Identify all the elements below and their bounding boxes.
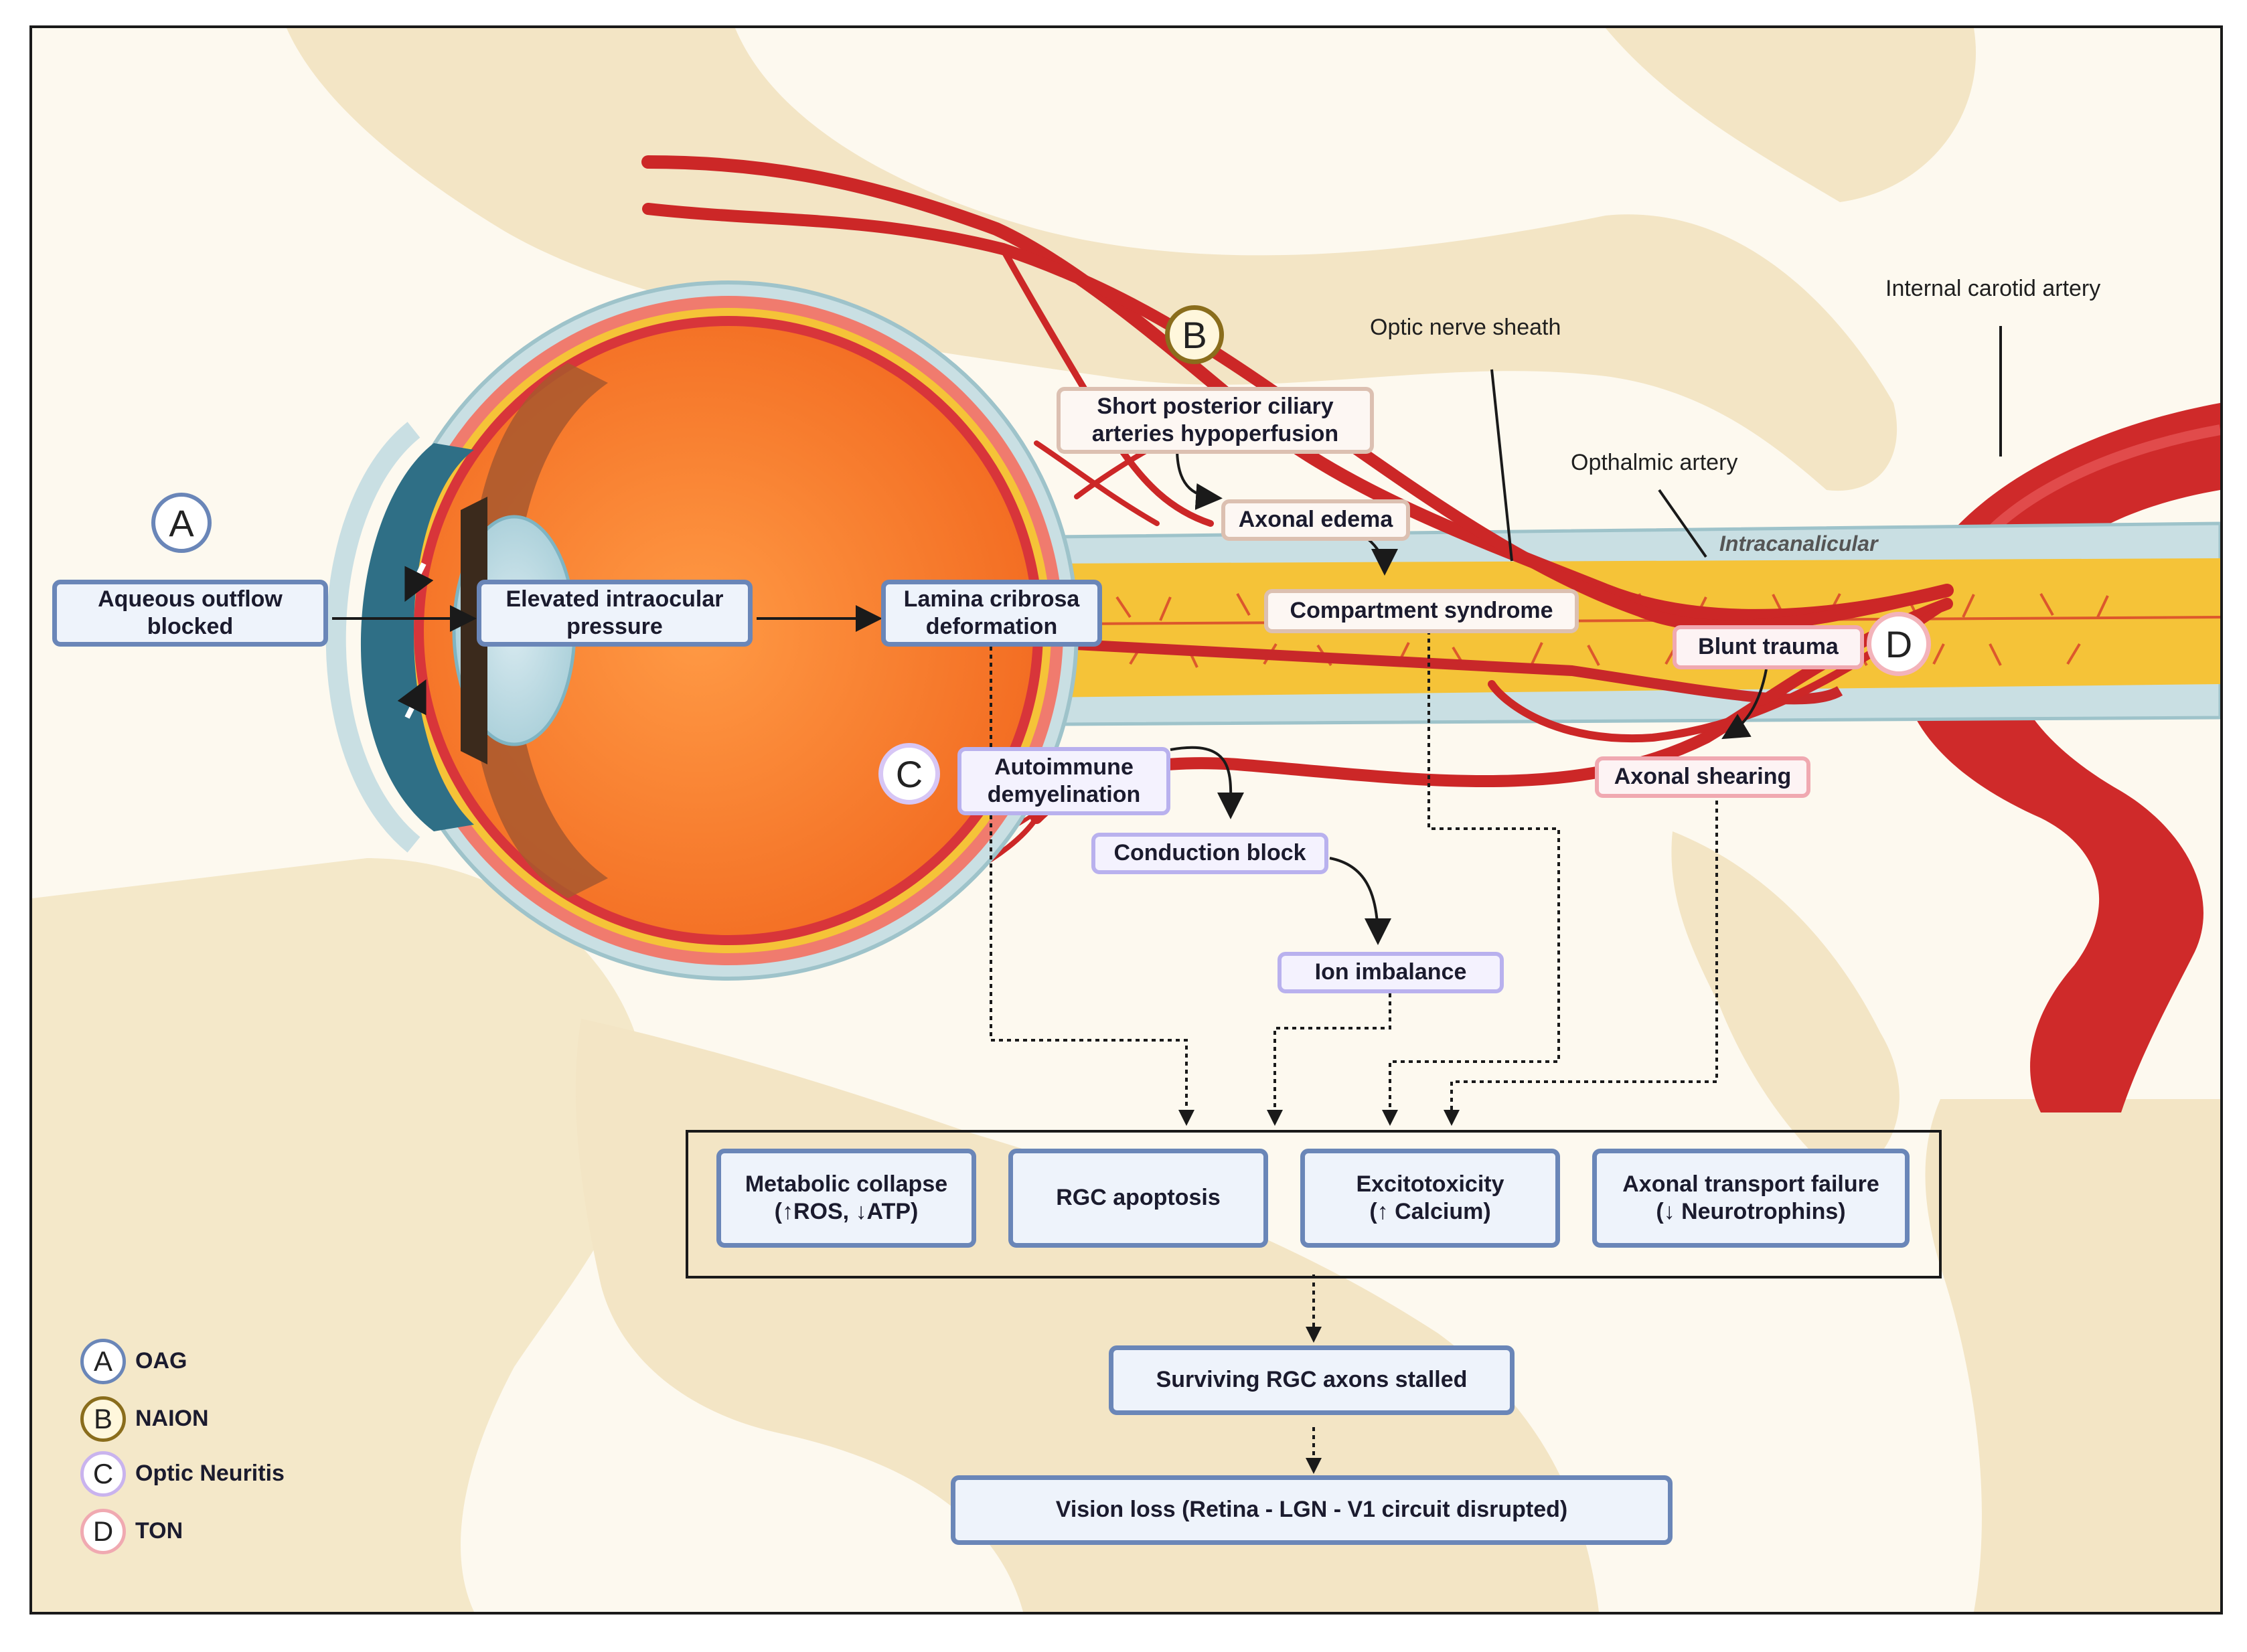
dashed-pathway-arrows	[990, 631, 1718, 1474]
marker-b: B	[1165, 305, 1224, 364]
node-compartment-syndrome: Compartment syndrome	[1264, 589, 1579, 633]
intracanalicular-label: Intracanalicular	[1719, 531, 1878, 556]
legend-label-naion: NAION	[135, 1406, 209, 1431]
node-autoimmune-demyelination: Autoimmune demyelination	[957, 747, 1170, 815]
node-lamina-cribrosa-deformation: Lamina cribrosa deformation	[881, 580, 1102, 647]
legend-label-optic-neuritis: Optic Neuritis	[135, 1461, 285, 1486]
node-aqueous-outflow-blocked: Aqueous outflow blocked	[52, 580, 328, 647]
outcome-rgc-apoptosis: RGC apoptosis	[1008, 1149, 1268, 1248]
node-vision-loss: Vision loss (Retina - LGN - V1 circuit d…	[951, 1475, 1673, 1545]
outcome-metabolic-collapse: Metabolic collapse (↑ROS, ↓ATP)	[716, 1149, 976, 1248]
flow-arrows	[332, 448, 1768, 945]
node-conduction-block: Conduction block	[1091, 833, 1328, 874]
legend-marker-b: B	[80, 1396, 126, 1442]
legend-marker-c: C	[80, 1451, 126, 1497]
internal-carotid-label: Internal carotid artery	[1885, 276, 2101, 301]
outcomes-group	[686, 1130, 1942, 1278]
node-axonal-edema: Axonal edema	[1221, 499, 1410, 541]
node-elevated-intraocular-pressure: Elevated intraocular pressure	[477, 580, 753, 647]
node-short-posterior-ciliary: Short posterior ciliary arteries hypoper…	[1057, 387, 1374, 454]
marker-d: D	[1867, 612, 1931, 676]
opthalmic-artery-label: Opthalmic artery	[1571, 450, 1738, 475]
legend-label-oag: OAG	[135, 1348, 187, 1374]
node-axonal-shearing: Axonal shearing	[1595, 756, 1810, 798]
outcome-axonal-transport-failure: Axonal transport failure (↓ Neurotrophin…	[1592, 1149, 1910, 1248]
node-ion-imbalance: Ion imbalance	[1277, 952, 1504, 993]
label-leader-lines	[1490, 326, 2002, 562]
optic-nerve-sheath-label: Optic nerve sheath	[1370, 315, 1561, 340]
legend-label-ton: TON	[135, 1518, 183, 1544]
legend-marker-d: D	[80, 1509, 126, 1554]
marker-a: A	[151, 493, 212, 553]
diagram-frame: Optic nerve sheath Internal carotid arte…	[29, 25, 2223, 1615]
legend-marker-a: A	[80, 1339, 126, 1384]
node-blunt-trauma: Blunt trauma	[1673, 625, 1864, 669]
node-surviving-rgc-axons: Surviving RGC axons stalled	[1109, 1345, 1515, 1415]
marker-c: C	[878, 743, 940, 805]
internal-carotid-artery	[1899, 403, 2220, 1112]
outcome-excitotoxicity: Excitotoxicity (↑ Calcium)	[1300, 1149, 1560, 1248]
